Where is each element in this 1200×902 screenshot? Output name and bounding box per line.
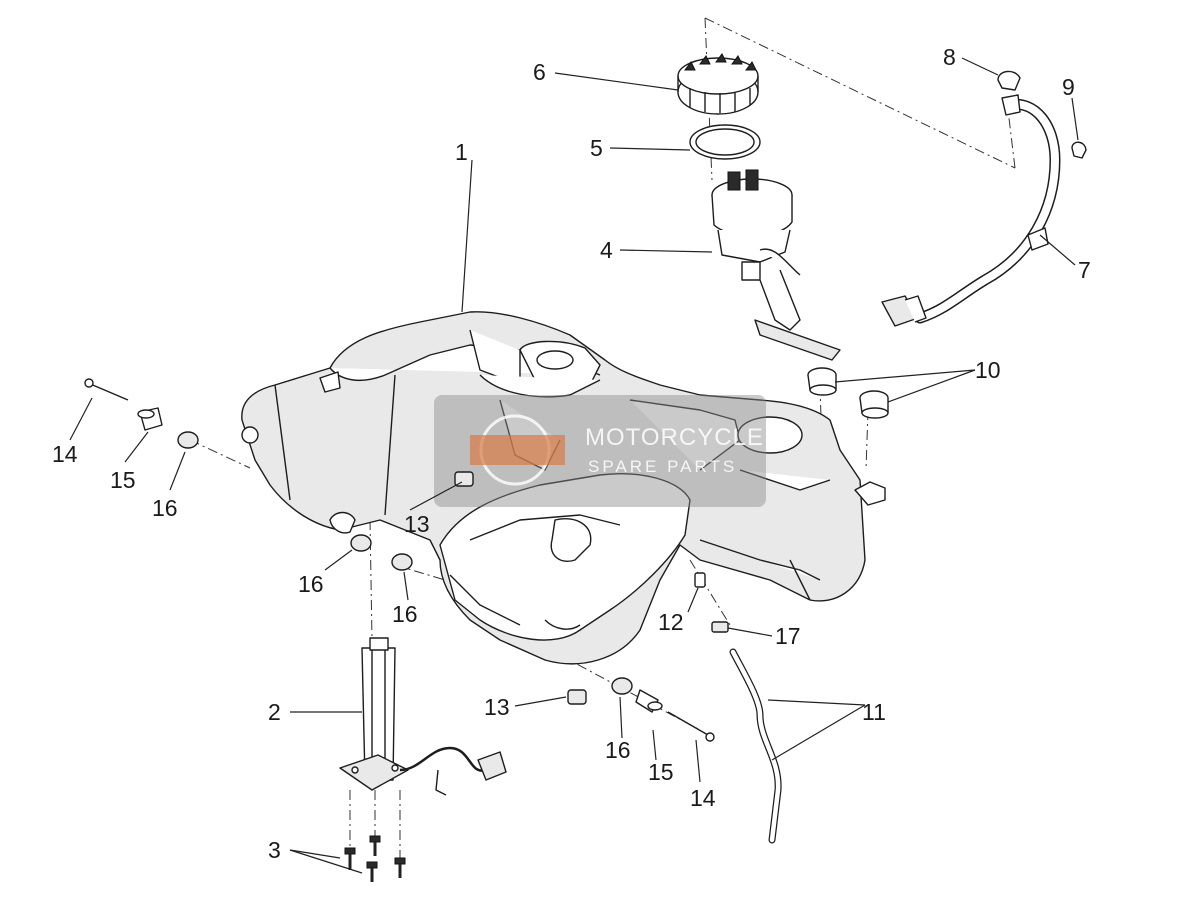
watermark-line1: MOTORCYCLE: [585, 424, 764, 451]
fuel-level-sender-part: [339, 637, 507, 796]
small-fitting-parts: [694, 572, 729, 633]
callout-5: 5: [590, 135, 603, 161]
callout-3: 3: [268, 837, 281, 863]
callout-8: 8: [943, 44, 956, 70]
ring-nut-part: [677, 53, 759, 115]
callout-17: 17: [775, 623, 801, 649]
breather-hose-part: [729, 648, 782, 844]
bushing-parts: [350, 534, 633, 695]
callout-9: 9: [1062, 74, 1075, 100]
left-bolt-assembly: [84, 378, 199, 449]
callout-11: 11: [862, 699, 886, 725]
callout-7: 7: [1078, 257, 1091, 283]
callout-16-left: 16: [152, 495, 178, 521]
hose-clip-part: [997, 70, 1021, 91]
callout-12: 12: [658, 609, 684, 635]
callout-10: 10: [975, 357, 1001, 383]
callout-16-tank-left: 16: [298, 571, 324, 597]
leader-lines: [69, 57, 1079, 874]
watermark-logo: MOTORCYCLE SPARE PARTS: [434, 395, 766, 507]
callout-16-tank-center: 16: [392, 601, 418, 627]
callout-15-right: 15: [648, 759, 674, 785]
callout-labels: 1 2 3 4 5 6 7 8 9 10 11 12 13 13 14 14 1…: [52, 44, 1091, 863]
callout-15-left: 15: [110, 467, 136, 493]
fuel-hose-part: [881, 94, 1061, 327]
fuel-pump-part: [711, 169, 841, 361]
o-ring-seal: [689, 124, 761, 160]
callout-14-right: 14: [690, 785, 716, 811]
watermark-line2: SPARE PARTS: [588, 457, 737, 476]
screw-parts: [344, 835, 406, 882]
callout-4: 4: [600, 237, 613, 263]
callout-13-upper: 13: [404, 511, 430, 537]
small-clamp-part: [1071, 141, 1087, 159]
right-bolt-assembly: [635, 689, 715, 742]
callout-13-lower: 13: [484, 694, 510, 720]
callout-2: 2: [268, 699, 281, 725]
callout-1: 1: [455, 139, 468, 165]
callout-16-lower: 16: [605, 737, 631, 763]
callout-14-left: 14: [52, 441, 78, 467]
rubber-pad-parts: [454, 471, 587, 705]
callout-6: 6: [533, 59, 546, 85]
grommet-parts: [807, 367, 889, 419]
